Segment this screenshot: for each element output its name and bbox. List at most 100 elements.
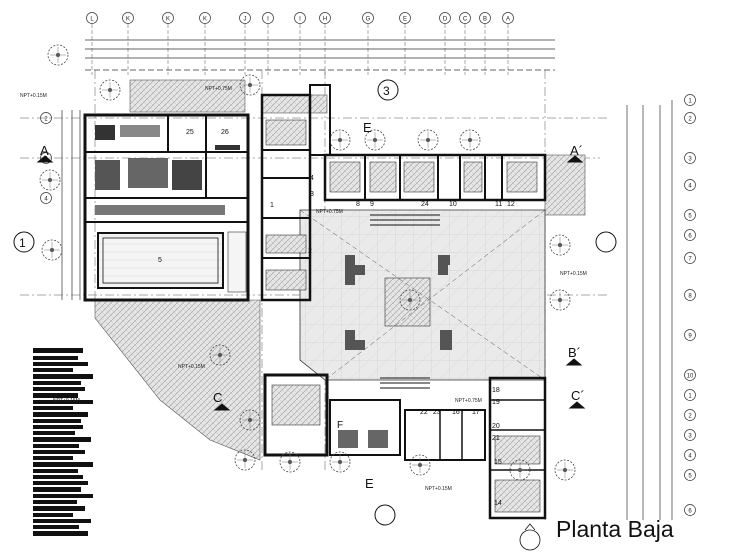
svg-text:3: 3 [688,157,692,163]
right-grid-bubble: 5 [684,469,696,481]
top-grid-bubble: K [162,12,174,24]
svg-text:3: 3 [383,84,390,98]
right-grid-bubble: 2 [684,112,696,124]
svg-text:NPT+0.15M: NPT+0.15M [560,271,587,277]
svg-text:B´: B´ [568,345,581,360]
svg-text:2: 2 [688,117,692,123]
svg-text:F: F [337,420,343,431]
svg-text:4: 4 [688,184,692,190]
legend-block [33,348,93,536]
top-grid-bubble: B [479,12,491,24]
right-grid-bubble: 6 [684,229,696,241]
right-grid-bubble: 8 [684,289,696,301]
svg-text:6: 6 [688,234,692,240]
right-grid-bubble: 9 [684,329,696,341]
svg-text:C´: C´ [571,388,585,403]
svg-text:18: 18 [492,387,500,394]
top-grid-bubble: C [459,12,471,24]
svg-text:2: 2 [688,414,692,420]
svg-text:8: 8 [356,201,360,208]
svg-text:NPT+0.75M: NPT+0.75M [205,86,232,92]
svg-text:I: I [267,17,269,23]
svg-text:15: 15 [494,459,502,466]
top-grid-bubble: K [122,12,134,24]
right-grid-bubble: 5 [684,209,696,221]
svg-text:16: 16 [452,409,460,416]
svg-text:E: E [403,17,407,23]
svg-text:11: 11 [495,201,502,208]
right-grid-bubble: 3 [684,152,696,164]
left-dimension-lines [61,110,81,300]
svg-text:C: C [213,390,222,405]
svg-text:J: J [244,17,247,23]
middle-column-rooms [260,84,331,302]
svg-text:2: 2 [44,117,48,123]
right-grid-bubble: 2 [684,409,696,421]
svg-text:19: 19 [492,399,500,406]
top-grid-bubble: L [86,12,98,24]
svg-text:NPT+0.15M: NPT+0.15M [53,398,80,404]
svg-text:20: 20 [492,423,500,430]
plan-title: Planta Baja [556,516,674,542]
right-grid-bubble: 1 [684,94,696,106]
right-grid-bubble: 7 [684,252,696,264]
left-building [83,113,250,302]
svg-text:3: 3 [310,191,314,198]
top-grid-bubble: J [239,12,251,24]
svg-text:17: 17 [472,409,480,416]
svg-text:22: 22 [420,409,428,416]
svg-text:1: 1 [688,99,692,105]
svg-text:4: 4 [688,454,692,460]
right-grid-bubble: 6 [684,504,696,516]
right-grid-bubble: 1 [684,389,696,401]
top-grid-bubble: H [319,12,331,24]
svg-text:A: A [506,17,510,23]
svg-text:1: 1 [19,236,26,250]
svg-text:23: 23 [433,409,441,416]
svg-text:K: K [166,17,170,23]
top-dimension-lines [85,39,555,71]
top-grid-bubble: I [294,12,306,24]
svg-text:3: 3 [688,434,692,440]
svg-text:L: L [90,17,94,23]
svg-text:4: 4 [44,197,48,203]
svg-text:5: 5 [688,214,692,220]
svg-text:NPT+0.75M: NPT+0.75M [455,398,482,404]
svg-text:G: G [366,17,371,23]
svg-text:6: 6 [688,509,692,515]
svg-text:25: 25 [186,129,194,136]
top-grid-bubble: E [399,12,411,24]
right-dimension-lines [626,100,673,520]
svg-text:1: 1 [270,202,274,209]
svg-text:10: 10 [687,374,694,380]
top-grid-bubble: A [502,12,514,24]
section-markers [13,79,617,526]
top-grid-bubble: K [199,12,211,24]
left-grid-bubble: 4 [40,192,52,204]
svg-text:D: D [443,17,448,23]
right-grid-bubble: 3 [684,429,696,441]
svg-text:B: B [483,17,487,23]
svg-text:26: 26 [221,129,229,136]
room-number-labels: 25 26 5 4 3 2 1 8 9 24 10 11 12 18 19 20… [158,129,515,507]
svg-text:7: 7 [688,257,692,263]
svg-text:E: E [363,120,372,135]
bottom-right-rooms [404,376,547,520]
right-grid-bubble: 4 [684,449,696,461]
top-grid-bubble: G [362,12,374,24]
svg-text:NPT+0.15M: NPT+0.15M [425,486,452,492]
svg-text:K: K [126,17,130,23]
section-labels: A A´ B´ C C´ E E F 3 1 [19,84,585,491]
svg-text:9: 9 [688,334,692,340]
right-grid-axis: 1 2 3 4 5 6 7 8 9 10 1 2 3 4 5 6 [684,94,696,516]
svg-text:E: E [365,476,374,491]
central-hall [299,209,546,389]
svg-text:4: 4 [310,175,314,182]
svg-text:NPT+0.15M: NPT+0.15M [178,364,205,370]
top-grid-bubble: I [262,12,274,24]
svg-text:2: 2 [308,248,312,255]
svg-text:10: 10 [449,201,457,208]
svg-text:NPT+0.15M: NPT+0.15M [20,93,47,99]
